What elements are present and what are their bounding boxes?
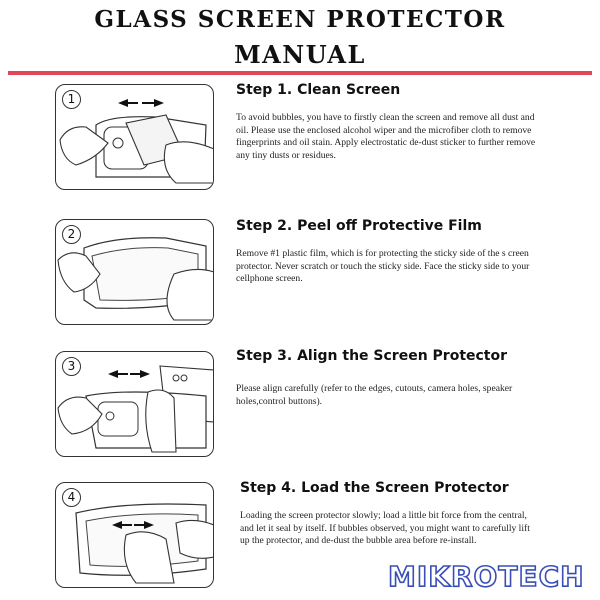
- step4-heading: Step 4. Load the Screen Protector: [240, 480, 509, 496]
- step2-illustration: 2: [55, 219, 214, 325]
- step4-illustration: 4: [55, 482, 214, 588]
- step2-heading: Step 2. Peel off Protective Film: [236, 218, 482, 234]
- manual-title-line2: MANUAL: [234, 40, 366, 69]
- step1-heading: Step 1. Clean Screen: [236, 82, 401, 98]
- step3-text: Please align carefully (refer to the edg…: [236, 383, 513, 407]
- step2-number-badge: 2: [62, 225, 81, 244]
- header-divider: [8, 71, 592, 75]
- step3-heading: Step 3. Align the Screen Protector: [236, 348, 508, 364]
- clean-screen-icon: [59, 99, 213, 184]
- step3-illustration: 3: [55, 351, 214, 457]
- step1-number-badge: 1: [62, 90, 81, 109]
- step2-text: Remove #1 plastic film, which is for pro…: [236, 248, 530, 284]
- step4-text: Loading the screen protector slowly; loa…: [240, 510, 530, 546]
- step3-number-badge: 3: [62, 357, 81, 376]
- step1-illustration: 1: [55, 84, 214, 190]
- manual-title-line1: GLASS SCREEN PROTECTOR: [94, 6, 506, 33]
- step1-text: To avoid bubbles, you have to firstly cl…: [236, 112, 536, 161]
- align-protector-icon: [57, 365, 213, 453]
- load-protector-icon: [75, 503, 213, 584]
- peel-film-icon: [57, 237, 213, 321]
- step4-number-badge: 4: [62, 488, 81, 507]
- brand-logo: MIKROTECH: [387, 559, 585, 594]
